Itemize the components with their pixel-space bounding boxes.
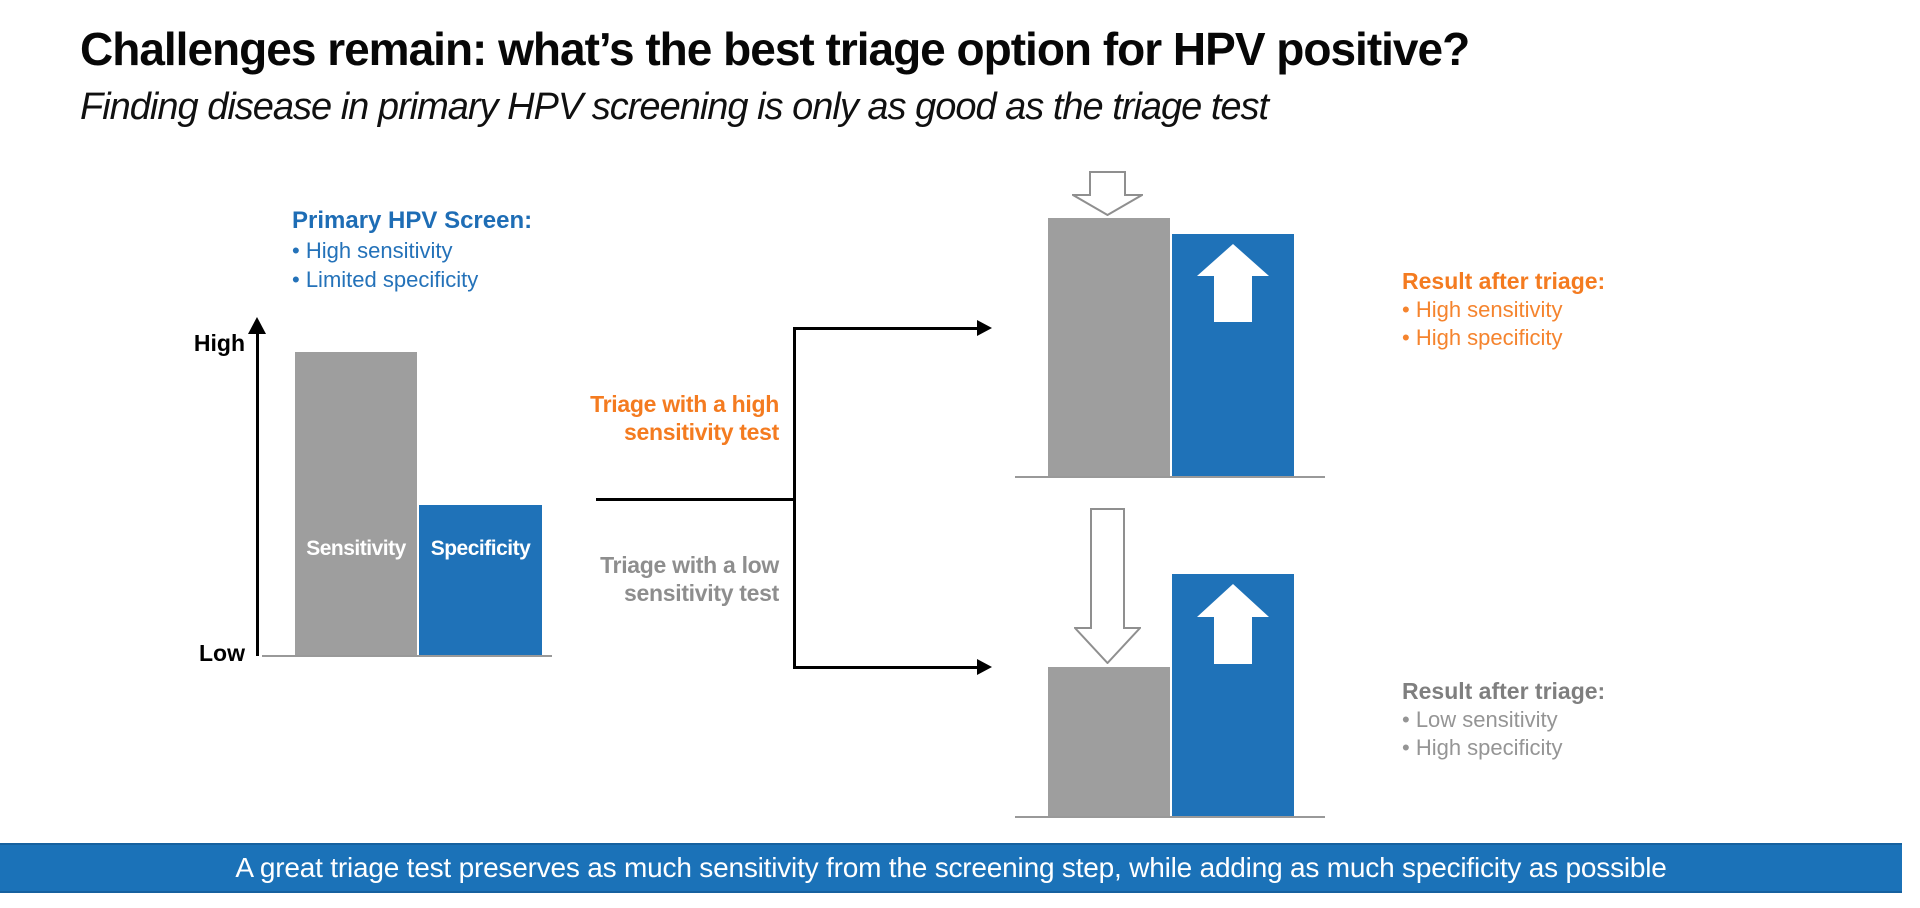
branch-high-line1: Triage with a high (590, 391, 779, 417)
sensitivity-bar-label: Sensitivity (306, 537, 406, 560)
sensitivity-bar: Sensitivity (295, 352, 417, 655)
connector-stem-line (596, 498, 795, 501)
primary-screen-bullet-1: • High sensitivity (292, 238, 453, 263)
specificity-bar: Specificity (419, 505, 542, 655)
connector-branch-line (793, 327, 796, 669)
y-axis-line (256, 331, 259, 656)
axis-high-label: High (193, 330, 245, 356)
triage-high-chart-baseline (1015, 476, 1325, 478)
branch-high-line2: sensitivity test (624, 419, 779, 445)
page-subtitle: Finding disease in primary HPV screening… (80, 86, 1269, 128)
up-arrow-icon (1197, 244, 1269, 322)
result-low-heading: Result after triage: (1402, 678, 1606, 704)
specificity-bar-label: Specificity (430, 537, 531, 560)
branch-label-low-sensitivity: Triage with a low sensitivity test (560, 551, 779, 607)
primary-screen-heading: Primary HPV Screen: (292, 207, 533, 234)
result-after-triage-low: Result after triage: • Low sensitivity •… (1402, 676, 1605, 762)
small-down-arrow-icon (1072, 171, 1143, 216)
axis-low-label: Low (199, 640, 245, 666)
result-high-bullet-2: • High specificity (1402, 325, 1563, 350)
primary-screen-annotation: Primary HPV Screen: • High sensitivity •… (292, 206, 532, 294)
result-low-bullet-1: • Low sensitivity (1402, 707, 1558, 732)
triage-low-chart-baseline (1015, 816, 1325, 818)
large-down-arrow-icon (1074, 508, 1141, 664)
takeaway-banner-text: A great triage test preserves as much se… (235, 852, 1667, 883)
primary-screen-bullet-2: • Limited specificity (292, 267, 479, 292)
branch-low-line2: sensitivity test (624, 580, 779, 606)
result-after-triage-high: Result after triage: • High sensitivity … (1402, 266, 1605, 352)
result-low-bullet-2: • High specificity (1402, 735, 1563, 760)
connector-bottom-arrowhead-icon (977, 659, 992, 675)
page-title: Challenges remain: what’s the best triag… (80, 23, 1470, 75)
axis-arrow-up-icon (248, 317, 266, 334)
connector-top-arrowhead-icon (977, 320, 992, 336)
connector-bottom-line (795, 666, 978, 669)
up-arrow-icon (1197, 584, 1269, 664)
left-chart-baseline (262, 655, 552, 657)
triage-low-sensitivity-bar (1048, 667, 1170, 817)
takeaway-banner: A great triage test preserves as much se… (0, 843, 1902, 893)
triage-high-sensitivity-bar (1048, 218, 1170, 477)
connector-top-line (795, 327, 978, 330)
result-high-bullet-1: • High sensitivity (1402, 297, 1563, 322)
result-high-heading: Result after triage: (1402, 268, 1606, 294)
branch-label-high-sensitivity: Triage with a high sensitivity test (560, 390, 779, 446)
branch-low-line1: Triage with a low (600, 552, 779, 578)
